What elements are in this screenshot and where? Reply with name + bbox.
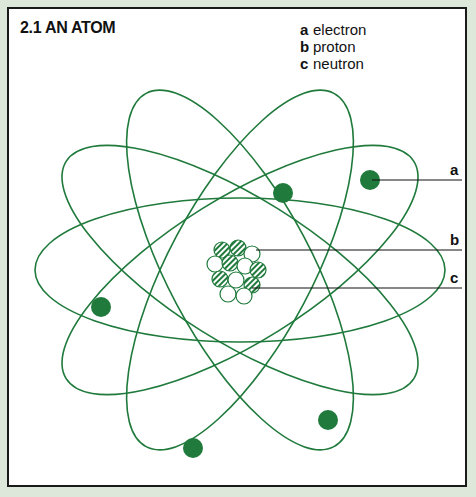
diagram-title: 2.1 AN ATOM <box>20 20 115 36</box>
key-letter: a <box>300 22 308 37</box>
leader-lines <box>252 180 462 288</box>
key-letter: b <box>300 39 309 54</box>
key-letter: c <box>300 56 308 71</box>
callout-letter: c <box>450 270 458 285</box>
callout-letter: b <box>450 232 459 247</box>
key-text: electron <box>313 22 366 37</box>
callout-letter: a <box>450 162 458 177</box>
key-text: neutron <box>313 56 364 71</box>
orbits <box>28 60 452 481</box>
key-text: proton <box>313 39 356 54</box>
electrons <box>91 170 380 458</box>
